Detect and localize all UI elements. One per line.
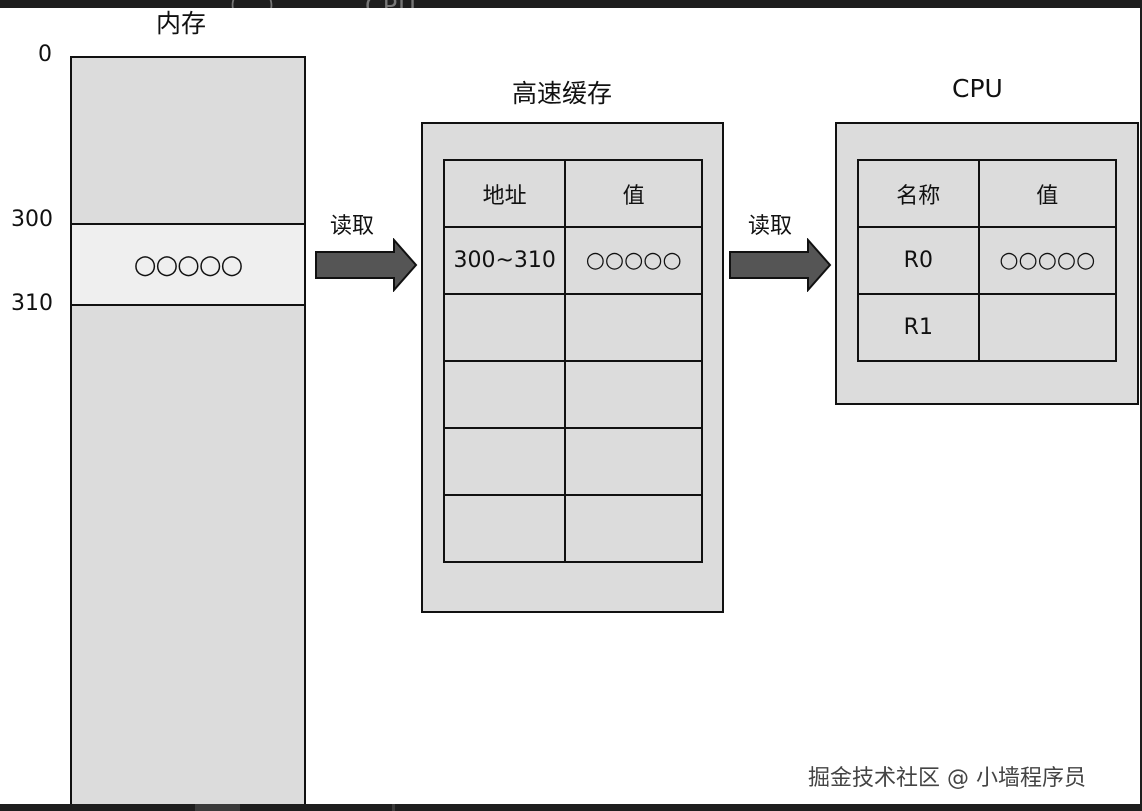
cache-cell-value: [564, 293, 703, 362]
cache-cell-value: [564, 360, 703, 429]
cache-cell-address: [442, 494, 567, 563]
cpu-cell-register: R0: [857, 226, 980, 295]
cache-cell-value: [564, 494, 703, 563]
bottom-strip: [0, 804, 1142, 811]
bottom-tab: [195, 804, 240, 811]
memory-address-0: 0: [38, 42, 52, 67]
table-row: [442, 293, 703, 362]
read-arrow-icon: [315, 238, 418, 292]
table-row: R0 ○○○○○: [857, 226, 1118, 295]
table-row: 300~310 ○○○○○: [442, 226, 703, 295]
memory-column: ○○○○○: [70, 56, 306, 811]
memory-title: 内存: [156, 9, 207, 38]
arrow-label-read-1: 读取: [330, 214, 375, 239]
table-row: [442, 360, 703, 429]
cpu-cell-value: ○○○○○: [977, 226, 1118, 295]
cpu-header-name: 名称: [857, 159, 980, 228]
cache-table: 地址 值 300~310 ○○○○○: [442, 159, 703, 563]
cache-header-address: 地址: [442, 159, 567, 228]
cpu-cell-register: R1: [857, 293, 980, 362]
cpu-title: CPU: [952, 74, 1003, 103]
cache-cell-value: [564, 427, 703, 496]
cache-header-row: 地址 值: [442, 159, 703, 228]
memory-address-300: 300: [11, 207, 53, 232]
cache-cell-address: [442, 293, 567, 362]
table-row: [442, 427, 703, 496]
read-arrow-icon: [729, 238, 832, 292]
cpu-header-row: 名称 值: [857, 159, 1118, 228]
cache-cell-address: [442, 427, 567, 496]
bottom-tab: [392, 804, 395, 811]
watermark: 掘金技术社区 @ 小墙程序员: [808, 766, 1086, 791]
arrow-label-read-2: 读取: [748, 214, 793, 239]
cache-header-value: 值: [564, 159, 703, 228]
memory-block-300-310: ○○○○○: [72, 223, 304, 306]
table-row: [442, 494, 703, 563]
cpu-header-value: 值: [977, 159, 1118, 228]
cache-title: 高速缓存: [512, 79, 613, 108]
cpu-table: 名称 值 R0 ○○○○○ R1: [857, 159, 1118, 362]
cache-cell-address: 300~310: [442, 226, 567, 295]
table-row: R1: [857, 293, 1118, 362]
cpu-cell-value: [977, 293, 1118, 362]
memory-block-value: ○○○○○: [133, 249, 243, 280]
cache-cell-value: ○○○○○: [564, 226, 703, 295]
memory-address-310: 310: [11, 291, 53, 316]
cache-cell-address: [442, 360, 567, 429]
